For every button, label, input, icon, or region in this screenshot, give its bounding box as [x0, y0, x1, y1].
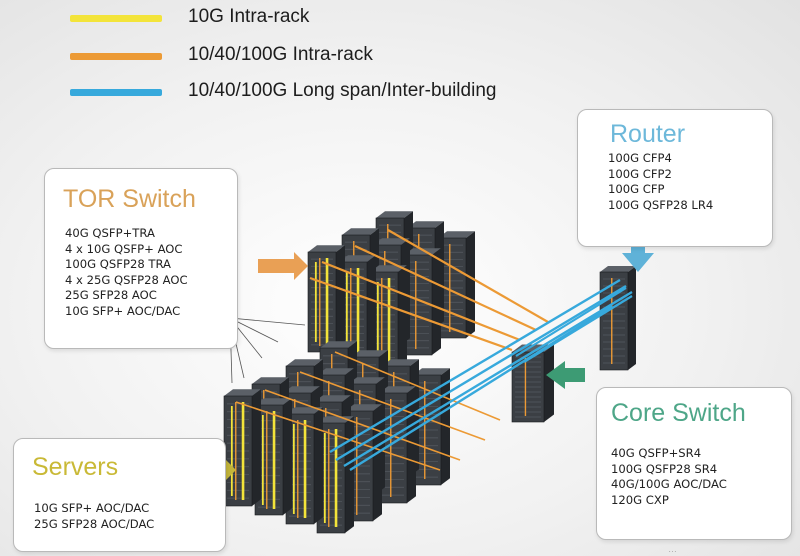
long-span-cable: [523, 295, 633, 363]
long-span-cable: [515, 287, 627, 357]
list-item: 120G CXP: [611, 492, 669, 507]
server-rack: [223, 389, 261, 507]
intra-rack-cable: [309, 276, 513, 352]
tor-switch-box: TOR Switch 40G QSFP+TRA 4 x 10G QSFP+ AO…: [44, 168, 238, 349]
rack-top: [286, 407, 323, 414]
server-racks: [223, 211, 636, 534]
rack-side: [466, 231, 475, 338]
list-item: 100G CFP: [608, 182, 665, 196]
rack-side: [314, 407, 323, 524]
router-arrow: [622, 232, 654, 272]
server-rack: [307, 245, 345, 353]
list-item: 100G QSFP28 LR4: [608, 197, 714, 212]
rack-side: [432, 248, 441, 355]
rack-top: [286, 359, 323, 366]
list-item: 40G QSFP+SR4: [611, 446, 702, 460]
long-span-cable: [335, 284, 627, 462]
servers-list: 10G SFP+ AOC/DAC 25G SFP28 AOC/DAC: [34, 501, 154, 532]
rack-top: [404, 248, 441, 255]
rack-side: [628, 266, 636, 370]
intra-rack-cable: [299, 371, 486, 441]
list-item: 4 x 25G QSFP28 AOC: [65, 272, 188, 287]
intra-rack-cable: [354, 245, 537, 331]
rack-top: [339, 255, 376, 262]
long-span-cable: [329, 278, 621, 454]
rack-top: [351, 350, 388, 357]
core-switch-box: Core Switch 40G QSFP+SR4 100G QSFP28 SR4…: [596, 387, 792, 540]
rack-top: [382, 359, 419, 366]
tor-switch-list: 40G QSFP+TRA 4 x 10G QSFP+ AOC 100G QSFP…: [65, 226, 188, 319]
rack-top: [320, 341, 357, 348]
core-switch-arrow: [546, 361, 585, 389]
rack-top: [438, 231, 475, 238]
legend-swatch-yellow: [70, 15, 162, 22]
list-item: 10G SFP+ AOC/DAC: [65, 303, 181, 318]
rack-top: [314, 395, 351, 402]
servers-title: Servers: [32, 453, 119, 481]
inter-building-cables: [235, 229, 633, 472]
rack-side: [544, 344, 554, 422]
rack-top: [407, 221, 444, 228]
list-item: 40G/100G AOC/DAC: [611, 477, 727, 491]
rack-top: [252, 377, 289, 384]
intra-rack-cable: [387, 229, 549, 323]
rack-side: [336, 245, 345, 352]
long-span-cable: [349, 304, 613, 472]
rack-top: [317, 368, 354, 375]
list-item: 10G SFP+ AOC/DAC: [34, 501, 150, 515]
list-item: 100G QSFP28 SR4: [611, 461, 718, 476]
legend-label: 10/40/100G Long span/Inter-building: [188, 80, 497, 101]
list-item: 4 x 10G QSFP+ AOC: [65, 241, 183, 256]
tor-switch-title: TOR Switch: [63, 185, 196, 213]
legend-swatch-orange: [70, 53, 162, 60]
rack-top: [283, 386, 320, 393]
intra-rack-cable: [235, 401, 441, 471]
rack-top: [348, 377, 385, 384]
rack-side: [398, 265, 407, 372]
legend-label: 10G Intra-rack: [188, 6, 310, 27]
legend-swatch-blue: [70, 89, 162, 96]
list-item: 25G SFP28 AOC/DAC: [34, 516, 155, 531]
footer-text: …: [668, 544, 677, 554]
router-box: Router 100G CFP4 100G CFP2 100G CFP 100G…: [577, 109, 773, 247]
rack-top: [308, 245, 345, 252]
rack-side: [283, 398, 292, 515]
rack-top: [373, 238, 410, 245]
rack-top: [345, 404, 382, 411]
rack-side: [367, 255, 376, 362]
rack-top: [376, 211, 413, 218]
rack-side: [345, 416, 354, 533]
legend-label: 10/40/100G Intra-rack: [188, 44, 373, 65]
router-title: Router: [610, 120, 686, 148]
list-item: 40G QSFP+TRA: [65, 226, 155, 240]
list-item: 100G CFP4: [608, 151, 672, 165]
tor-switch-arrow: [258, 252, 308, 280]
list-item: 25G SFP28 AOC: [65, 288, 157, 302]
rack-top: [379, 386, 416, 393]
rack-side: [252, 389, 261, 506]
intra-rack-cable: [334, 351, 501, 421]
router-list: 100G CFP4 100G CFP2 100G CFP 100G QSFP28…: [608, 151, 713, 213]
rack-top: [255, 398, 292, 405]
intra-rack-cable: [264, 389, 461, 461]
long-span-cable: [343, 290, 633, 468]
list-item: 100G QSFP28 TRA: [65, 257, 171, 271]
rack-top: [600, 266, 636, 272]
list-item: 100G CFP2: [608, 166, 672, 181]
intra-rack-cable: [321, 260, 521, 342]
core-switch-title: Core Switch: [611, 399, 746, 427]
core-switch-list: 40G QSFP+SR4 100G QSFP28 SR4 40G/100G AO…: [611, 446, 727, 508]
servers-box: Servers 10G SFP+ AOC/DAC 25G SFP28 AOC/D…: [13, 438, 226, 552]
rack-top: [413, 368, 450, 375]
rack-top: [224, 389, 261, 396]
rack-top: [342, 228, 379, 235]
